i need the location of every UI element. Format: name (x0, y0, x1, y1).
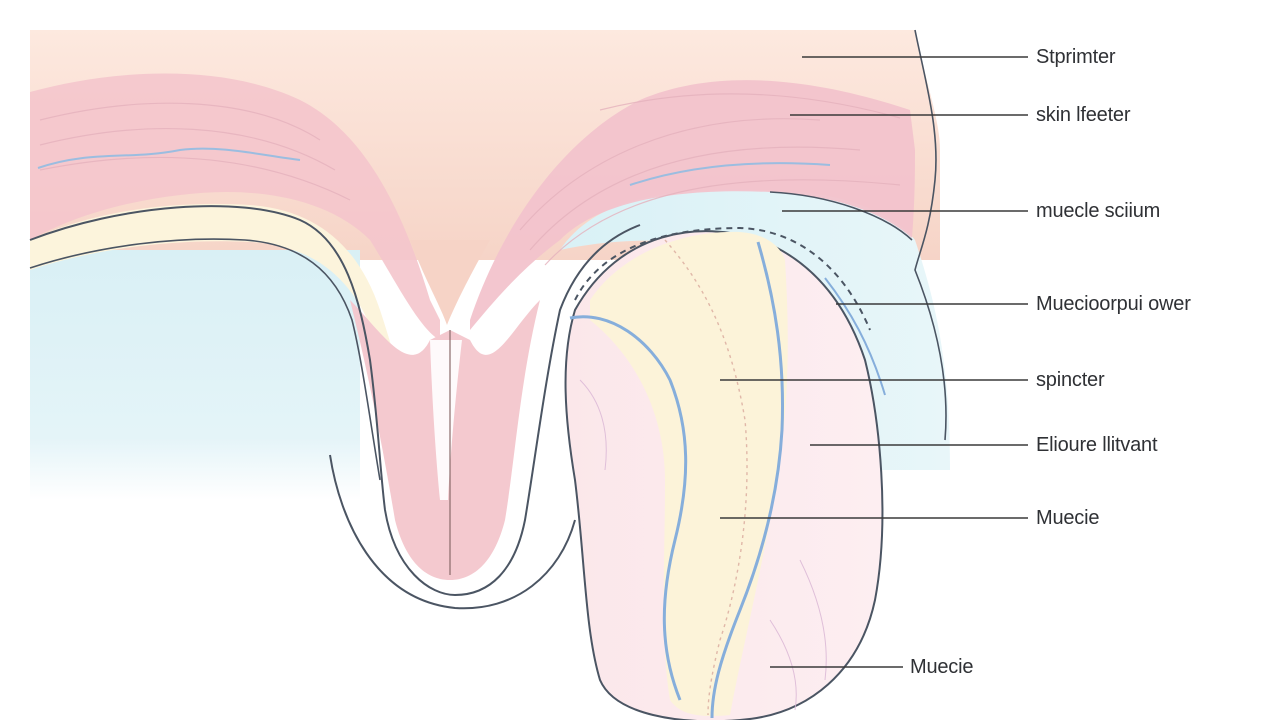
upper-muscle-band-left (30, 73, 440, 340)
vessel-left (569, 315, 688, 701)
upper-muscle-band-right (470, 80, 915, 331)
left-blue-region (30, 250, 360, 500)
label-muecie-2: Muecie (910, 656, 974, 678)
central-cleft (410, 240, 490, 325)
right-skin-outline (914, 29, 947, 441)
inner-u-outline (329, 454, 576, 610)
canal-lumen (430, 340, 462, 500)
label-muecle-sciium: muecle sciium (1036, 200, 1161, 222)
leader-lines (720, 56, 1028, 668)
label-elioure-llitvant: Elioure llitvant (1036, 434, 1158, 456)
right-band-outline (769, 191, 913, 241)
cream-layer-left (30, 203, 440, 500)
label-muecie-1: Muecie (1036, 507, 1100, 529)
label-skin-lfeeter: skin lfeeter (1036, 104, 1131, 126)
outer-u-outline (29, 205, 641, 597)
vessel-outer (824, 277, 886, 396)
left-band-outline (29, 238, 381, 481)
label-spincter: spincter (1036, 369, 1105, 391)
label-muecioorpui-ower: Muecioorpui ower (1036, 293, 1191, 315)
vein-upper-left (37, 147, 301, 169)
label-stprimter: Stprimter (1036, 46, 1116, 68)
pouch-inner-cream (590, 231, 788, 717)
vein-upper-right (629, 162, 831, 186)
right-blue-band (560, 189, 950, 470)
vessel-right (710, 241, 785, 719)
dashed-boundary (574, 226, 871, 331)
muscle-fibres (39, 93, 901, 266)
